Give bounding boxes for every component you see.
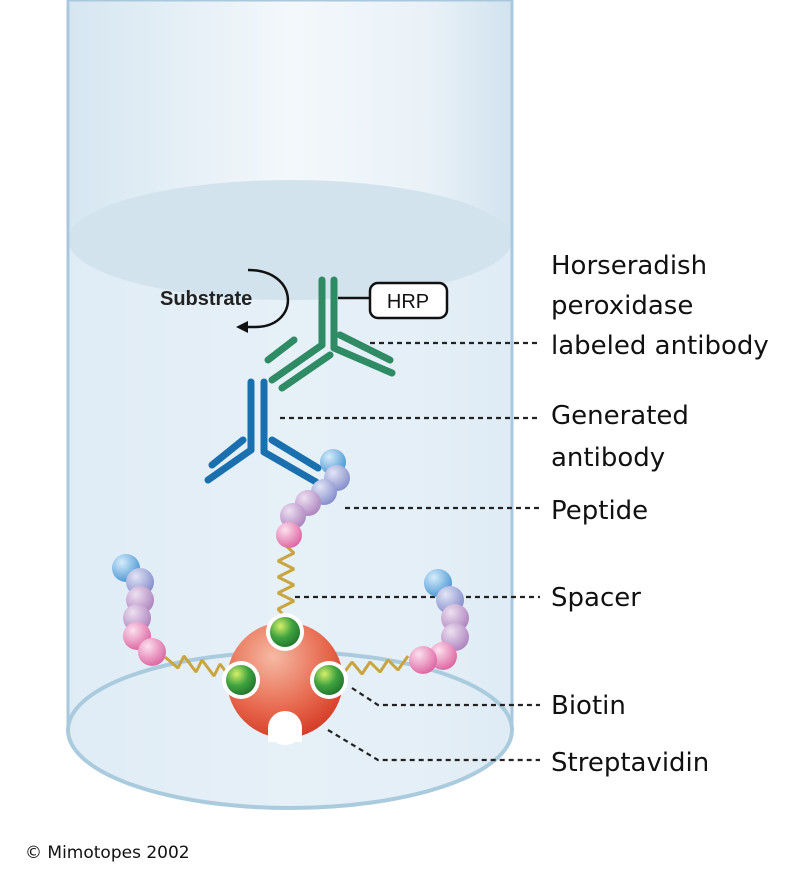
- leader-lines: [280, 341, 540, 762]
- generated-antibody: [204, 378, 322, 486]
- label-hrp-line3: labeled antibody: [551, 331, 769, 361]
- label-peptide: Peptide: [551, 496, 648, 526]
- label-biotin: Biotin: [551, 691, 626, 721]
- copyright: © Mimotopes 2002: [25, 843, 190, 863]
- peptide-chain-left: [112, 554, 166, 666]
- spacers: [164, 543, 410, 681]
- substrate-arrow-icon: [236, 268, 290, 333]
- label-hrp-line2: peroxidase: [551, 291, 693, 321]
- liquid-surface: [68, 180, 512, 300]
- peptide-chain-right: [409, 569, 469, 674]
- label-generated-line2: antibody: [551, 443, 665, 473]
- label-generated-line1: Generated: [551, 401, 689, 431]
- label-hrp-line1: Horseradish: [551, 251, 707, 281]
- label-streptavidin: Streptavidin: [551, 748, 709, 778]
- hrp-label: HRP: [387, 291, 429, 313]
- biotin-molecules: [226, 617, 344, 695]
- hrp-enzyme-box: [368, 281, 449, 320]
- peptide-chain-center: [276, 449, 350, 548]
- label-spacer: Spacer: [551, 583, 641, 613]
- substrate-label: Substrate: [160, 288, 252, 310]
- hrp-antibody: [264, 276, 396, 392]
